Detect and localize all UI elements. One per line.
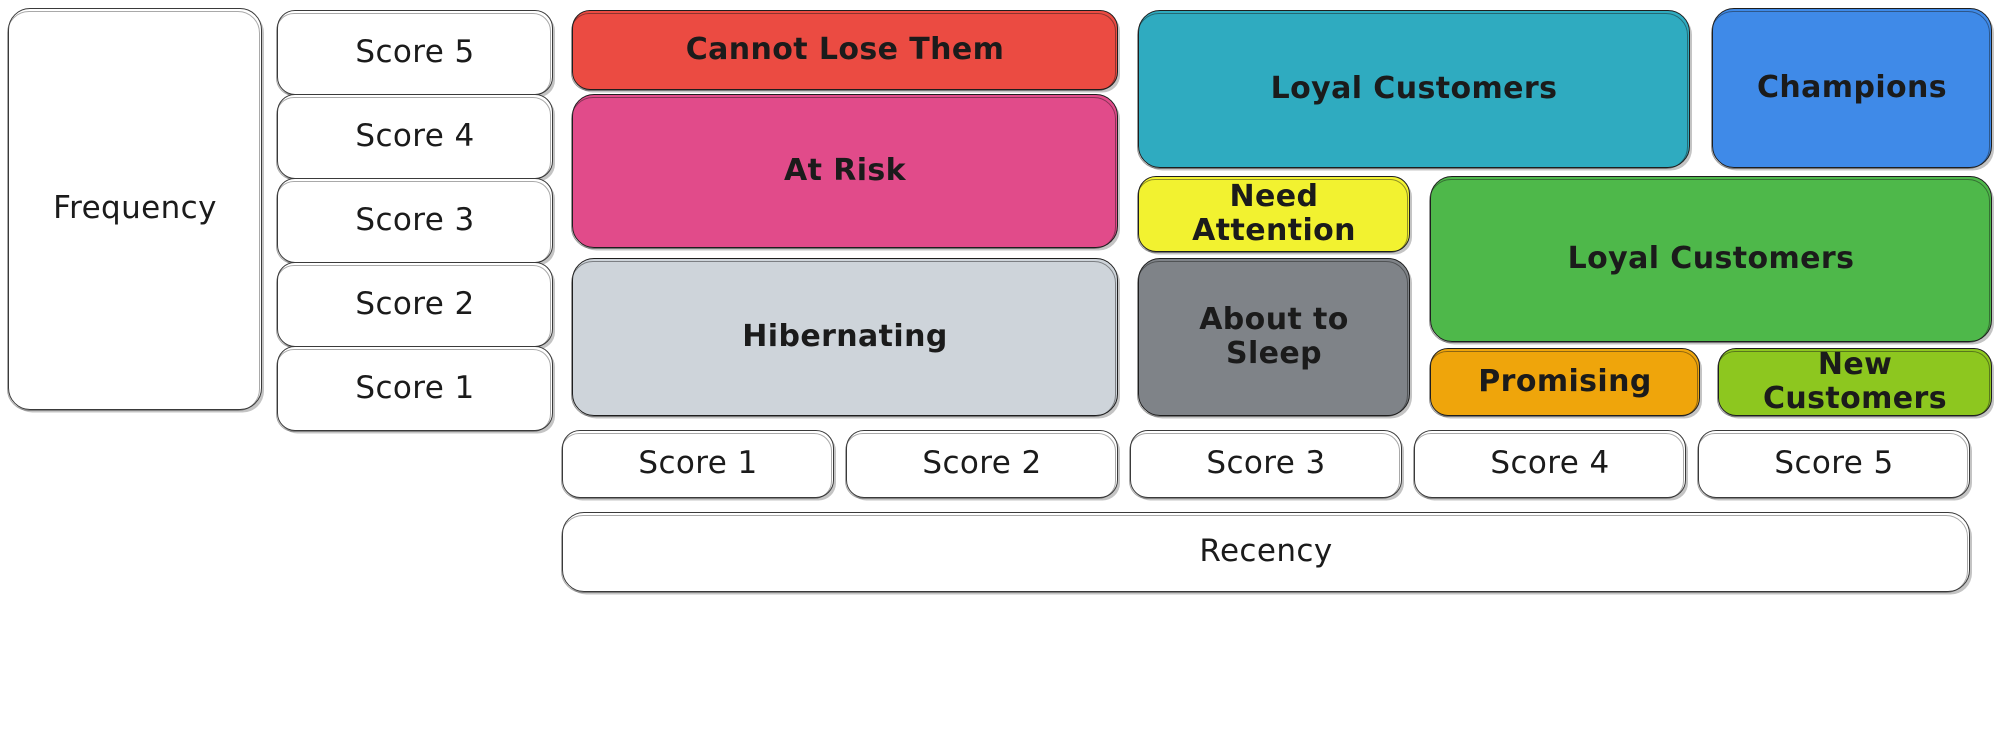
recency-score-2: Score 2	[844, 430, 1118, 499]
recency-axis-label: Recency	[560, 512, 1970, 593]
segment-cannot-lose-them[interactable]: Cannot Lose Them	[570, 10, 1118, 91]
segment-loyal-customers-teal[interactable]: Loyal Customers	[1136, 10, 1690, 169]
frequency-score-2: Score 2	[275, 262, 553, 348]
recency-score-5: Score 5	[1696, 430, 1970, 499]
segment-champions[interactable]: Champions	[1710, 8, 1992, 169]
recency-score-3: Score 3	[1128, 430, 1402, 499]
frequency-score-1: Score 1	[275, 346, 553, 432]
recency-score-4: Score 4	[1412, 430, 1686, 499]
segment-at-risk[interactable]: At Risk	[570, 94, 1118, 249]
segment-new-customers[interactable]: New Customers	[1716, 347, 1992, 417]
frequency-score-5: Score 5	[275, 10, 553, 96]
recency-score-1: Score 1	[560, 430, 834, 499]
segment-hibernating[interactable]: Hibernating	[570, 258, 1118, 417]
frequency-score-3: Score 3	[275, 178, 553, 264]
frequency-score-4: Score 4	[275, 94, 553, 180]
segment-about-to-sleep[interactable]: About to Sleep	[1136, 258, 1410, 417]
segment-promising[interactable]: Promising	[1428, 348, 1700, 417]
segment-loyal-customers-green[interactable]: Loyal Customers	[1428, 176, 1992, 343]
frequency-axis-label: Frequency	[6, 8, 262, 411]
segment-need-attention[interactable]: Need Attention	[1136, 176, 1410, 253]
